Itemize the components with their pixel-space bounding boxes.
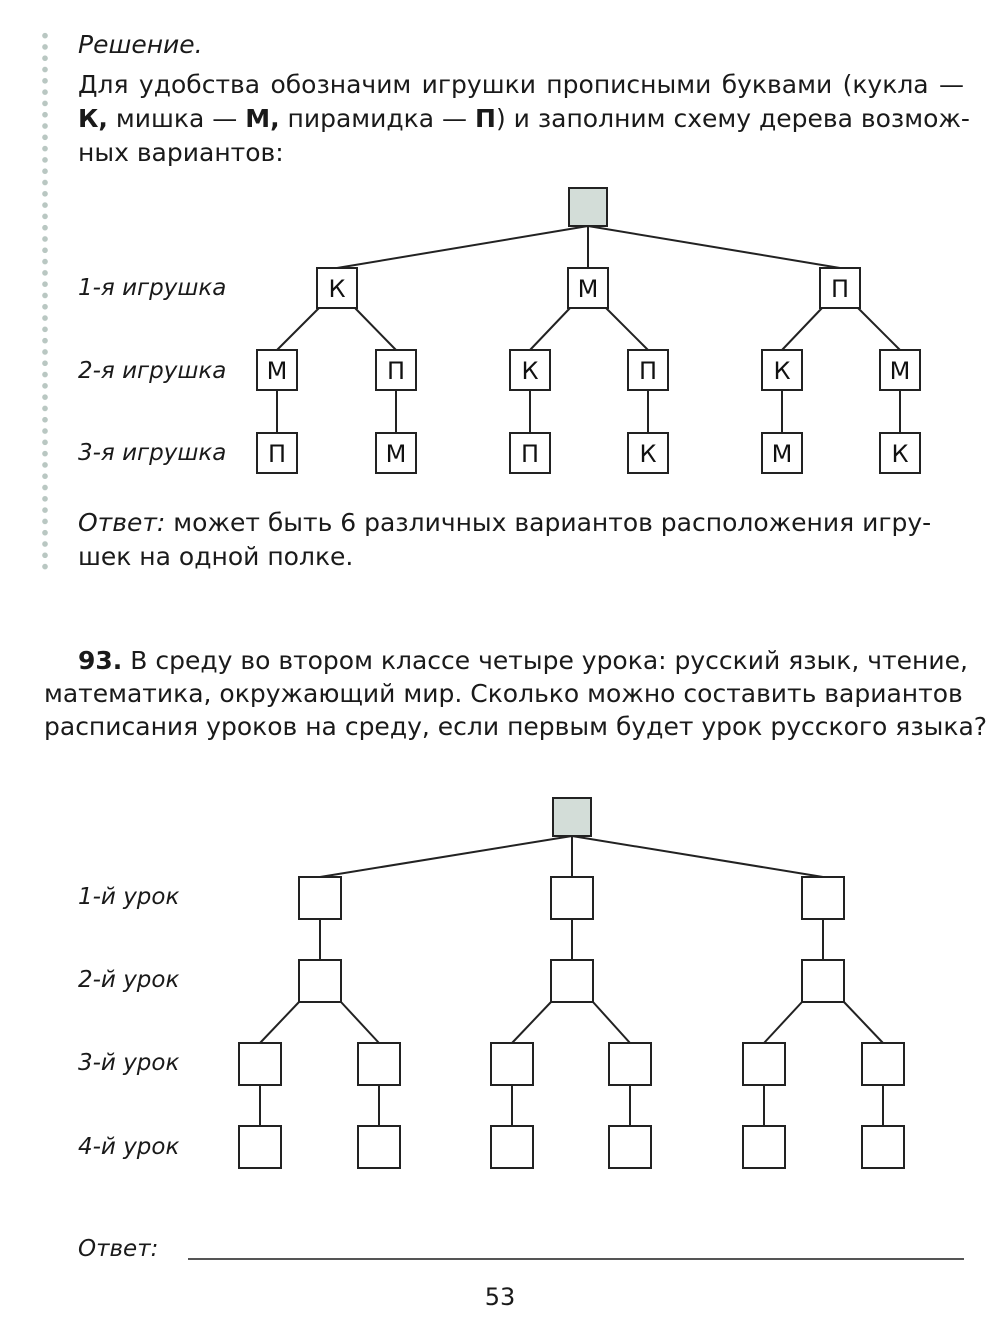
task-answer-label: Ответ:	[78, 1236, 159, 1262]
lesson-label-1: 1-й урок	[78, 884, 180, 910]
tree-edge	[336, 225, 589, 269]
tree-edge	[340, 1001, 380, 1044]
solution-tree: К М П М П К П К М П М П К М К	[256, 187, 921, 474]
tree-node-level2	[627, 349, 669, 391]
tree-node-level1-label: К	[328, 275, 345, 303]
root-node	[568, 187, 608, 227]
level-label-1: 1-я игрушка	[78, 275, 227, 301]
root-node	[552, 797, 592, 837]
tree-edge	[319, 835, 573, 878]
solution-answer-line1: Ответ: может быть 6 различных вариантов …	[78, 506, 964, 539]
page-number: 53	[484, 1283, 516, 1311]
answer-input-line[interactable]	[188, 1258, 964, 1260]
intro-text: ) и заполним схему дерева возмож-	[495, 104, 970, 133]
tree-edge	[259, 1001, 300, 1044]
tree-node-level2-label: П	[387, 357, 405, 385]
empty-box-lesson4	[357, 1125, 401, 1169]
tree-node-level2-label: М	[267, 357, 288, 385]
solution-heading: Решение.	[78, 30, 203, 59]
tree-node-level2	[761, 349, 803, 391]
empty-box-lesson3	[357, 1042, 401, 1086]
tree-node-level3	[256, 432, 298, 474]
tree-edge	[587, 225, 841, 269]
answer-label: Ответ:	[78, 508, 166, 537]
tree-edge	[763, 1001, 803, 1044]
tree-edge	[843, 1001, 884, 1044]
empty-box-lesson3	[490, 1042, 534, 1086]
tree-edge	[276, 307, 320, 351]
tree-node-level2-label: П	[639, 357, 657, 385]
tree-node-level3-label: П	[521, 440, 539, 468]
level-label-3: 3-я игрушка	[78, 440, 227, 466]
empty-box-lesson4	[861, 1125, 905, 1169]
task-tree	[238, 797, 905, 1169]
tree-node-level2-label: М	[890, 357, 911, 385]
tree-edge	[592, 1001, 631, 1044]
tree-node-level3-label: М	[386, 440, 407, 468]
intro-text: мишка —	[107, 104, 246, 133]
tree-node-level1	[819, 267, 861, 309]
task-line2: математика, окружающий мир. Сколько можн…	[44, 679, 963, 708]
tree-node-level2-label: К	[521, 357, 538, 385]
tree-edge	[511, 1001, 552, 1044]
empty-box-lesson1	[801, 876, 845, 920]
tree-edge	[529, 307, 571, 351]
empty-box-lesson1	[298, 876, 342, 920]
task-number: 93.	[78, 646, 123, 675]
tree-edge	[857, 307, 901, 351]
empty-box-lesson4	[608, 1125, 652, 1169]
tree-edge	[605, 307, 649, 351]
lesson-label-3: 3-й урок	[78, 1050, 180, 1076]
solution-answer-line2: шек на одной полке.	[78, 542, 354, 571]
tree-node-level2	[375, 349, 417, 391]
lesson-label-2: 2-й урок	[78, 967, 180, 993]
tree-node-level3	[879, 432, 921, 474]
task-line3: расписания уроков на среду, если первым …	[44, 712, 988, 741]
tree-node-level1	[316, 267, 358, 309]
tree-node-level3-label: К	[639, 440, 656, 468]
tree-node-level3-label: М	[772, 440, 793, 468]
task-text: В среду во втором классе четыре урока: р…	[122, 646, 968, 675]
tree-node-level2	[509, 349, 551, 391]
empty-box-lesson4	[490, 1125, 534, 1169]
tree-edge	[571, 835, 824, 878]
empty-box-lesson2	[550, 959, 594, 1003]
tree-node-level3	[761, 432, 803, 474]
task-line1: 93. В среду во втором классе четыре урок…	[78, 644, 968, 677]
tree-node-level1	[567, 267, 609, 309]
answer-text: может быть 6 различных вариантов располо…	[165, 508, 932, 537]
empty-box-lesson4	[742, 1125, 786, 1169]
empty-box-lesson3	[861, 1042, 905, 1086]
letter-p: П	[475, 104, 496, 133]
tree-node-level3-label: К	[891, 440, 908, 468]
empty-box-lesson3	[742, 1042, 786, 1086]
tree-node-level2-label: К	[773, 357, 790, 385]
tree-node-level3-label: П	[268, 440, 286, 468]
solution-intro-line3: ных вариантов:	[78, 138, 284, 167]
intro-text: пирамидка —	[279, 104, 475, 133]
tree-node-level3	[627, 432, 669, 474]
tree-node-level1-label: М	[578, 275, 599, 303]
dotted-margin-decoration	[41, 30, 49, 570]
empty-box-lesson2	[298, 959, 342, 1003]
level-label-2: 2-я игрушка	[78, 358, 227, 384]
tree-node-level2	[256, 349, 298, 391]
solution-intro-line1: Для удобства обозначим игрушки прописным…	[78, 70, 964, 99]
tree-node-level2	[879, 349, 921, 391]
tree-edge	[354, 307, 397, 351]
lesson-label-4: 4-й урок	[78, 1134, 180, 1160]
tree-node-level3	[375, 432, 417, 474]
empty-box-lesson4	[238, 1125, 282, 1169]
letter-m: М,	[245, 104, 280, 133]
empty-box-lesson3	[238, 1042, 282, 1086]
letter-k: К,	[78, 104, 108, 133]
solution-intro-line2: К, мишка — М, пирамидка — П) и заполним …	[78, 102, 970, 135]
empty-box-lesson2	[801, 959, 845, 1003]
tree-edge	[781, 307, 823, 351]
empty-box-lesson1	[550, 876, 594, 920]
empty-box-lesson3	[608, 1042, 652, 1086]
tree-node-level1-label: П	[831, 275, 849, 303]
tree-node-level3	[509, 432, 551, 474]
